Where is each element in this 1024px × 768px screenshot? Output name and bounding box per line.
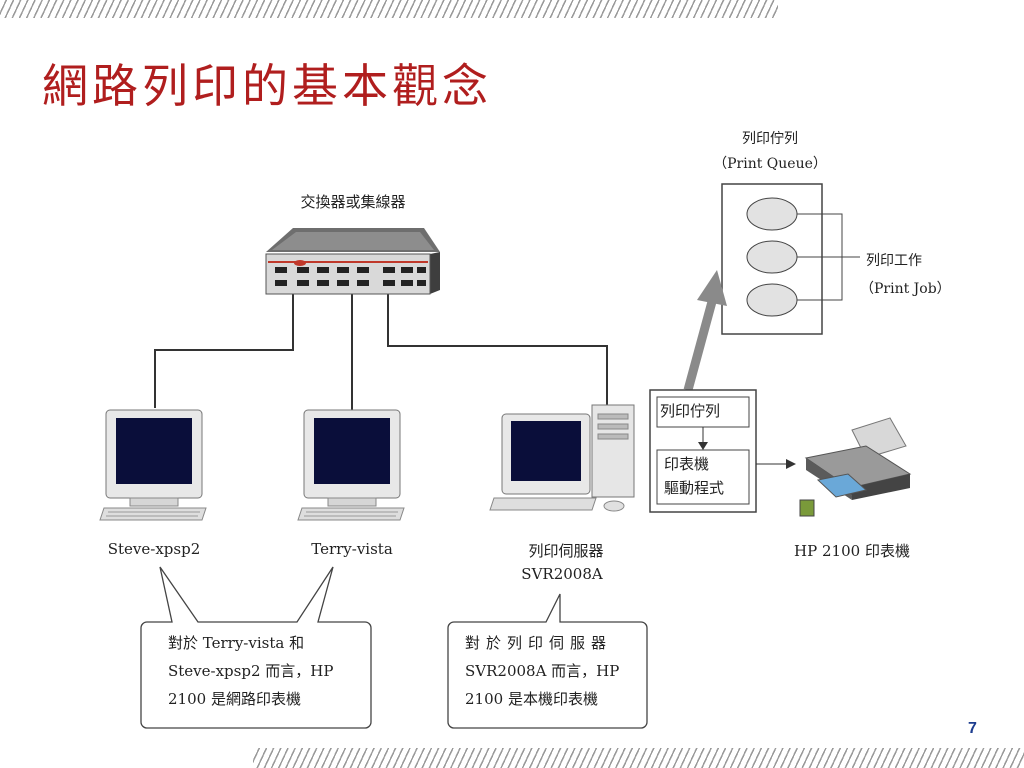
print-server-icon bbox=[489, 404, 635, 512]
client-label-terry: Terry-vista bbox=[311, 540, 393, 558]
queue-arrow-icon bbox=[683, 270, 727, 392]
switch-icon bbox=[265, 228, 440, 295]
printer-label: HP 2100 印表機 bbox=[794, 542, 910, 560]
queue-top-sublabel: （Print Queue） bbox=[713, 156, 827, 172]
print-job-2-icon bbox=[746, 240, 798, 274]
print-queue-box bbox=[721, 183, 860, 335]
client-label-steve: Steve-xpsp2 bbox=[107, 540, 201, 558]
server-process-box bbox=[649, 389, 796, 513]
callout-left-line3: 2100 是網路印表機 bbox=[168, 690, 301, 708]
queue-top-label: 列印佇列 bbox=[742, 131, 798, 147]
callout-right-line2: SVR2008A 而言，HP bbox=[465, 662, 620, 680]
print-job-sublabel: （Print Job） bbox=[860, 281, 951, 297]
steve-computer-icon bbox=[99, 409, 207, 521]
server-label: 列印伺服器 bbox=[528, 542, 604, 560]
switch-label: 交換器或集線器 bbox=[300, 193, 406, 211]
network-cables bbox=[154, 290, 608, 410]
callout-right-box bbox=[447, 593, 648, 729]
callout-right-line3: 2100 是本機印表機 bbox=[465, 690, 598, 708]
cable-to-server bbox=[387, 290, 608, 405]
callout-left-line1: 對於 Terry-vista 和 bbox=[168, 634, 305, 652]
slide-title: 網路列印的基本觀念 bbox=[42, 59, 492, 113]
terry-computer-icon bbox=[297, 409, 405, 521]
page-number: 7 bbox=[968, 720, 977, 737]
server-queue-label: 列印佇列 bbox=[660, 402, 721, 420]
print-job-3-icon bbox=[746, 283, 798, 317]
printer-icon bbox=[799, 417, 912, 517]
bottom-hatch-decoration bbox=[253, 748, 1024, 768]
driver-label-line2: 驅動程式 bbox=[664, 479, 725, 497]
driver-label-line1: 印表機 bbox=[664, 455, 710, 473]
callout-left-box bbox=[140, 566, 372, 729]
print-job-label: 列印工作 bbox=[866, 253, 922, 269]
cable-to-steve bbox=[154, 290, 294, 408]
callout-left-line2: Steve-xpsp2 而言，HP bbox=[168, 662, 334, 680]
top-hatch-decoration bbox=[0, 0, 778, 18]
callout-right-line1: 對於列印伺服器 bbox=[465, 634, 613, 652]
server-name-label: SVR2008A bbox=[521, 565, 603, 583]
print-job-1-icon bbox=[746, 197, 798, 231]
